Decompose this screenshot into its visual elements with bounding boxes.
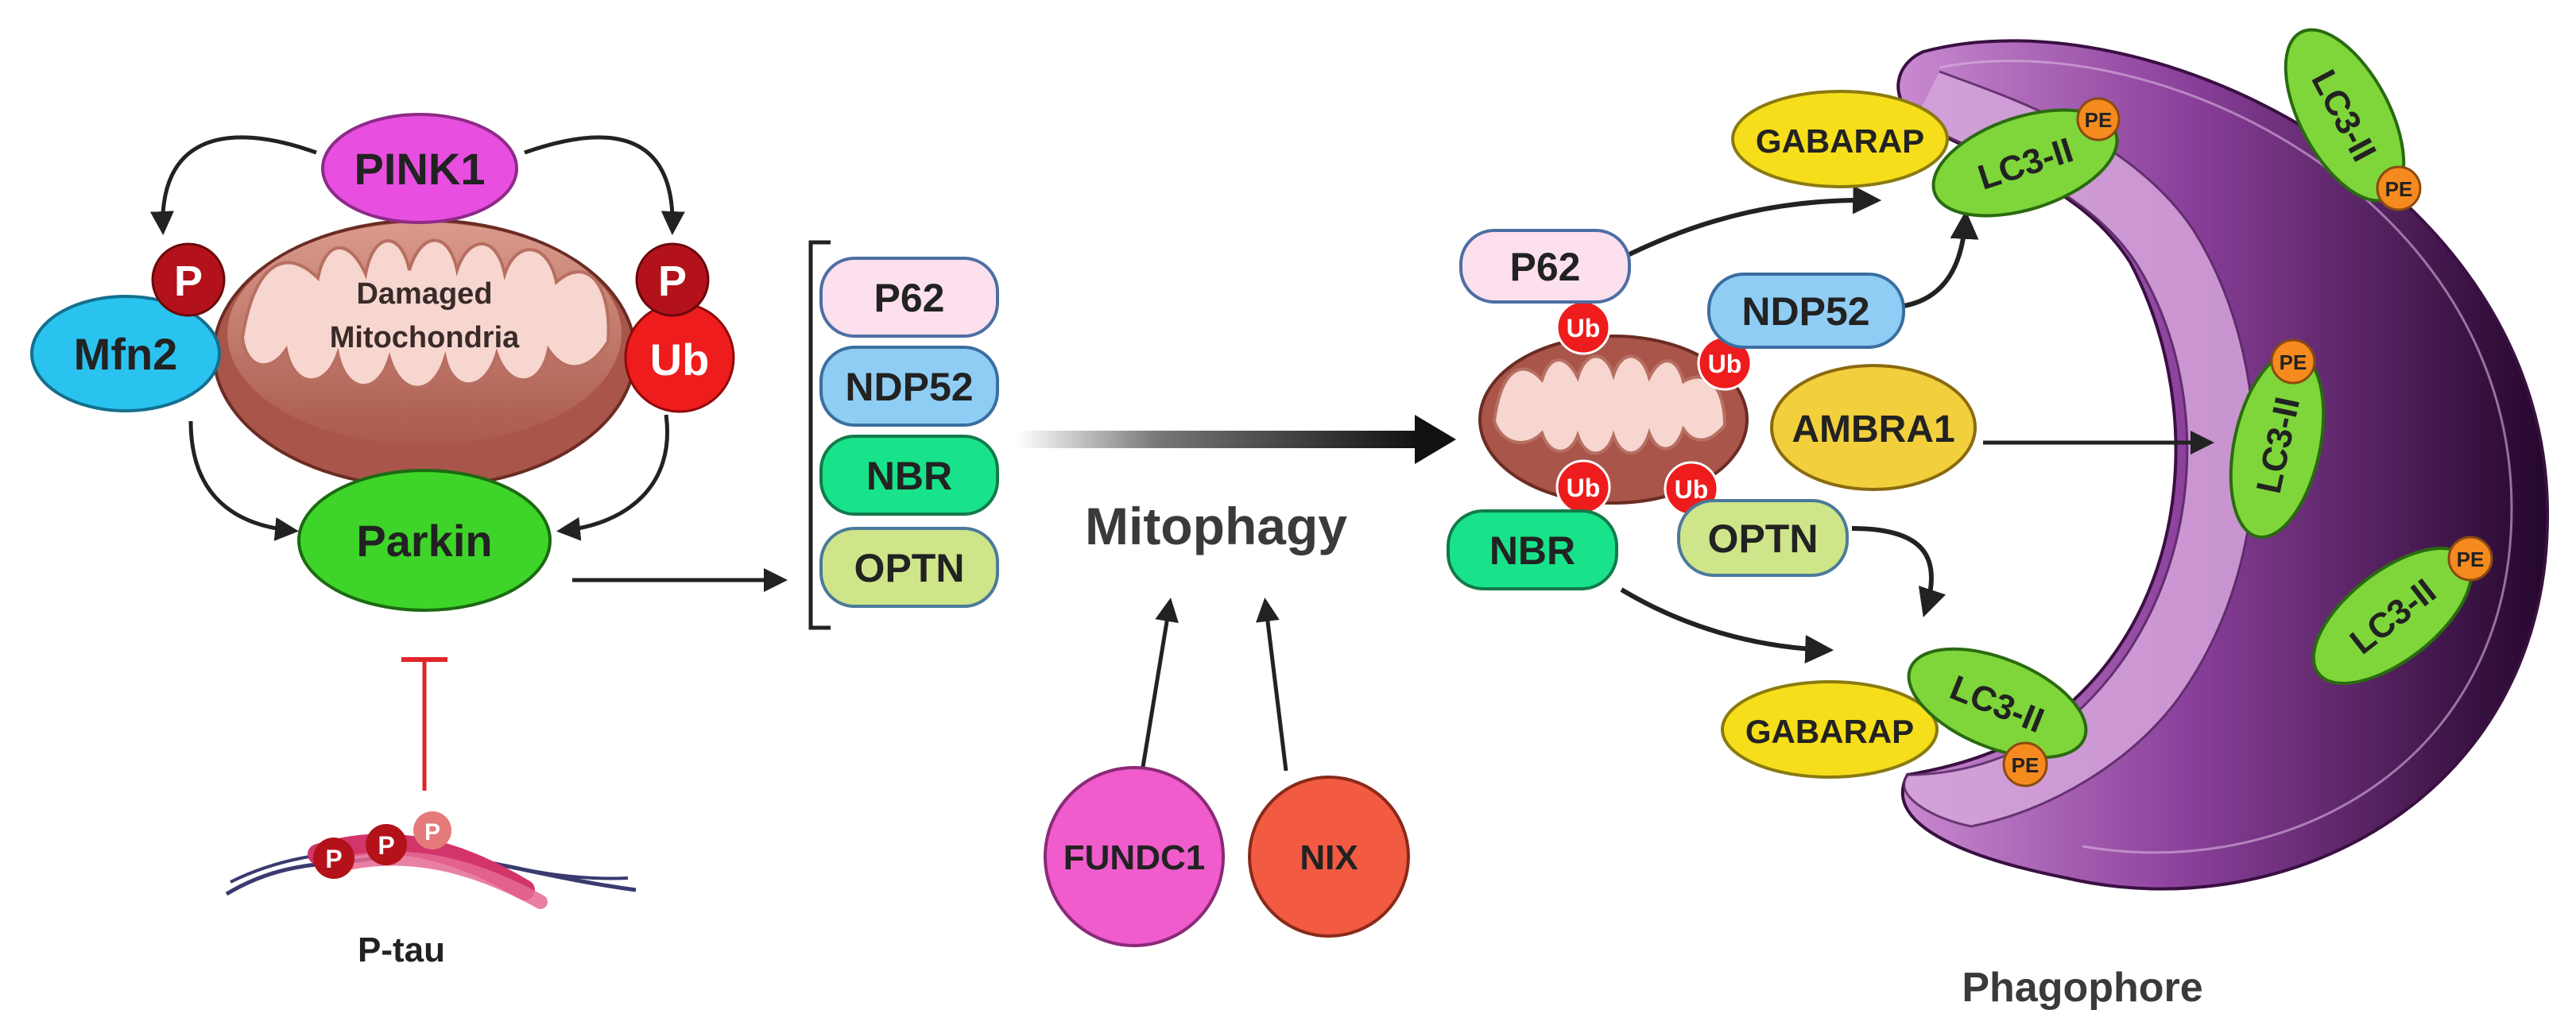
mito-label-line1: Damaged (356, 277, 492, 311)
fundc1-label: FUNDC1 (1063, 838, 1205, 877)
middle-panel: Mitophagy FUNDC1 NIX (1017, 415, 1456, 947)
receptor-bracket (808, 240, 831, 630)
ptau-filament: P P P (225, 811, 637, 909)
receptor-optn: OPTN (819, 527, 999, 608)
receptor-optn-label: OPTN (854, 546, 965, 590)
inhibition-bar (401, 657, 447, 791)
pe-lower-right: PE (2447, 536, 2493, 582)
lc3-top-right: LC3-II (2284, 28, 2406, 203)
ub-label-bottom-right: Ub (1675, 475, 1709, 504)
ub-label-top: Ub (1567, 314, 1601, 342)
right-nbr: NBR (1447, 509, 1618, 590)
lc3-middle: LC3-II (2229, 351, 2326, 539)
ubiquitin-label-left: Ub (650, 335, 710, 385)
ptau-phospho-2 (366, 824, 407, 865)
receptor-p62: P62 (819, 257, 999, 338)
lc3-bottom: LC3-II (1907, 647, 2088, 760)
right-ndp52-label: NDP52 (1741, 289, 1869, 334)
ub-badge-right: Ub (1697, 335, 1753, 391)
parkin-label: Parkin (356, 516, 492, 566)
phagophore-membrane (1896, 39, 2550, 891)
mitophagy-label: Mitophagy (1085, 497, 1347, 555)
ptau-phospho-1 (313, 838, 354, 879)
right-ambra1: AMBRA1 (1770, 364, 1977, 491)
ptau-label: P-tau (358, 930, 445, 969)
ub-label-right: Ub (1708, 350, 1742, 378)
pe-middle-label: PE (2280, 350, 2307, 374)
damaged-mitochondria: Damaged Mitochondria (212, 219, 637, 489)
pe-top-label: PE (2085, 108, 2113, 132)
pink1-label: PINK1 (354, 144, 486, 194)
ptau-p-label-3: P (424, 819, 440, 845)
mfn2-label: Mfn2 (74, 329, 178, 379)
gabarap-top: GABARAP (1731, 90, 1949, 188)
ub-badge-bottom-left: Ub (1555, 459, 1611, 515)
right-p62-label: P62 (1510, 245, 1581, 289)
arrow-mfn2-to-parkin (188, 420, 299, 541)
ubiquitin-badge-left: Ub (624, 302, 735, 413)
ub-badge-top: Ub (1555, 300, 1611, 355)
mitochondrion-right (1478, 335, 1749, 505)
receptor-p62-label: P62 (874, 276, 945, 320)
phospho-badge-ub: P (635, 242, 710, 317)
pe-middle: PE (2270, 339, 2316, 385)
pe-bottom-label: PE (2012, 753, 2039, 777)
pe-lower-right-label: PE (2457, 547, 2485, 571)
arrow-fundc1-to-mitophagy (1141, 598, 1179, 768)
phagophore-label: Phagophore (1962, 965, 2202, 1011)
left-panel: Damaged Mitochondria PINK1 Mfn2 P Ub P (30, 113, 788, 969)
receptor-ndp52: NDP52 (819, 346, 999, 427)
arrow-pink1-to-mfn2-p (149, 135, 317, 235)
phospho-label-mfn2: P (174, 257, 203, 305)
arrow-pink1-to-parkin-p (524, 135, 685, 235)
ub-label-bottom-left: Ub (1567, 474, 1601, 502)
pe-top: PE (2076, 97, 2121, 141)
phagophore-panel: Ub Ub Ub Ub P62 NDP52 AMBRA1 NBR (1447, 28, 2550, 1011)
ptau-p-label-2: P (378, 831, 394, 860)
nix-label: NIX (1300, 838, 1358, 877)
phospho-badge-mfn2: P (151, 242, 226, 317)
mfn2-node: Mfn2 (30, 295, 221, 412)
parkin-node: Parkin (297, 469, 552, 612)
nix-node: NIX (1248, 776, 1410, 938)
big-arrow-to-mitophagy (1017, 415, 1456, 464)
arrow-ub-to-parkin (556, 414, 669, 541)
pink1-node: PINK1 (321, 113, 518, 224)
receptor-ndp52-label: NDP52 (845, 365, 973, 409)
receptor-nbr-label: NBR (866, 454, 952, 498)
pe-bottom: PE (2002, 741, 2048, 787)
arrow-nbr-to-gabarap (1620, 587, 1834, 664)
receptor-nbr: NBR (819, 435, 999, 516)
right-p62: P62 (1459, 229, 1631, 304)
arrow-nix-to-mitophagy (1256, 598, 1288, 772)
pe-top-right: PE (2376, 165, 2422, 211)
phospho-label-ub: P (658, 257, 687, 305)
right-optn-label: OPTN (1708, 516, 1819, 561)
gabarap-top-label: GABARAP (1756, 122, 1924, 160)
arrow-ndp52-to-lc3 (1903, 210, 1979, 308)
right-ambra1-label: AMBRA1 (1792, 408, 1954, 451)
ptau-phospho-3 (413, 811, 451, 849)
gabarap-bottom: GABARAP (1721, 680, 1939, 779)
mito-label-line2: Mitochondria (330, 321, 520, 354)
receptor-list: P62 NDP52 NBR OPTN (808, 240, 999, 630)
ptau-p-label-1: P (325, 845, 342, 873)
arrow-p62-to-gabarap (1620, 185, 1882, 261)
fundc1-node: FUNDC1 (1044, 766, 1225, 947)
right-optn: OPTN (1677, 499, 1849, 577)
gabarap-bottom-label: GABARAP (1745, 713, 1914, 750)
right-nbr-label: NBR (1489, 528, 1575, 573)
lc3-top: LC3-II (1931, 108, 2119, 218)
right-ndp52: NDP52 (1707, 273, 1905, 349)
arrow-optn-to-phagophore (1851, 526, 1947, 617)
pe-top-right-label: PE (2385, 177, 2413, 201)
